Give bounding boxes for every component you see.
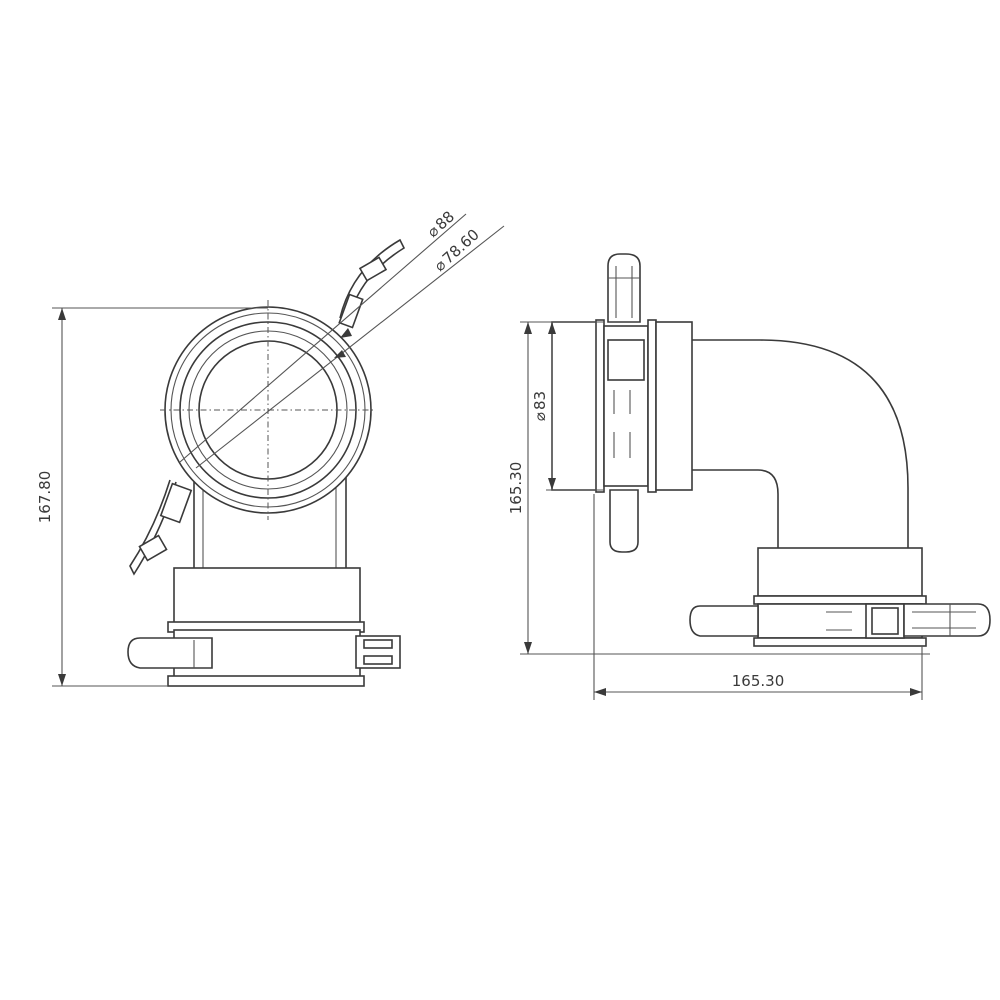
side-diameter-label: ⌀ 83: [531, 391, 549, 421]
side-height-dimension: [520, 321, 930, 655]
side-outlet-collar: [753, 547, 927, 647]
svg-text:⌀88: ⌀88: [424, 207, 458, 241]
front-band-tab-left: [127, 637, 213, 669]
front-clip-right: [338, 238, 406, 329]
side-outlet-buckle: [903, 603, 991, 637]
front-band-buckle: [355, 635, 401, 669]
side-elbow: [690, 339, 909, 550]
side-diameter-dimension: [546, 321, 604, 491]
side-top-buckle: [607, 253, 641, 323]
front-clip-left: [129, 479, 193, 576]
side-inlet-collar: [551, 319, 693, 493]
side-outlet-left-tab: [689, 605, 759, 637]
front-height-label: 167.80: [36, 471, 54, 524]
front-height-dimension: [52, 307, 268, 687]
side-height-label: 165.30: [507, 462, 525, 515]
front-view: 167.80 ⌀88 ⌀78.60: [36, 207, 505, 687]
diameter-leaders: [179, 213, 505, 469]
outer-diameter-label: ⌀88: [424, 207, 458, 241]
side-width-label: 165.30: [732, 672, 785, 690]
side-diameter-value: 83: [531, 391, 549, 410]
side-width-dimension: [593, 494, 923, 700]
diameter-symbol-83: ⌀: [531, 412, 549, 421]
side-lower-tab: [609, 489, 639, 553]
side-view: ⌀ 83 165.30 165.30: [507, 253, 991, 700]
